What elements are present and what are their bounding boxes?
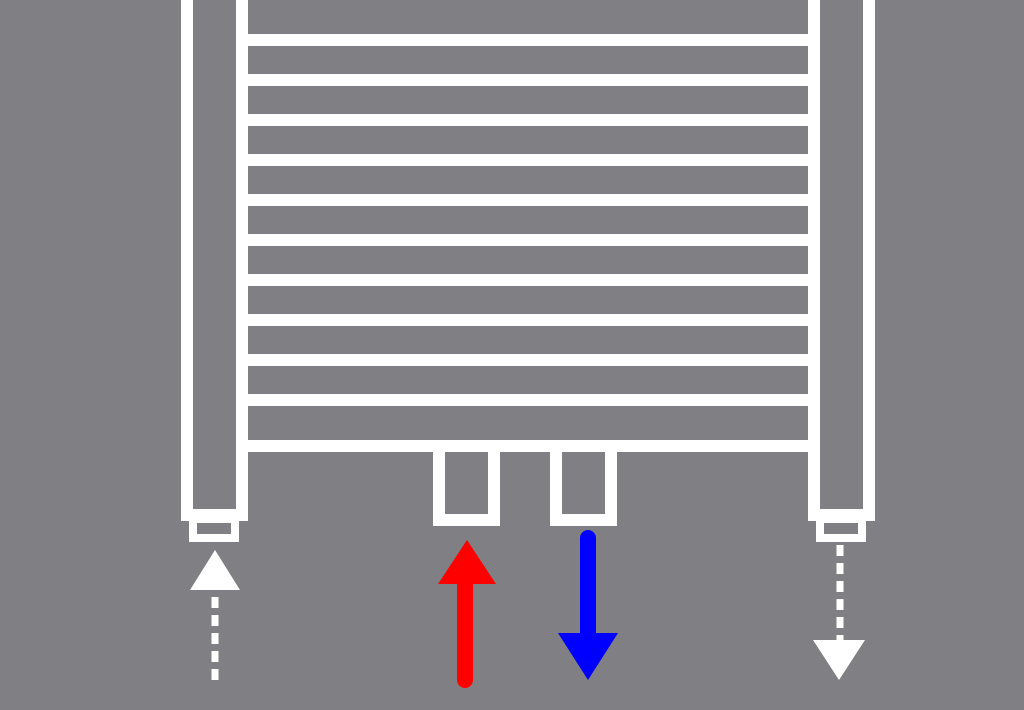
right-post-outflow-arrow	[813, 545, 865, 680]
left-post-inflow-arrow	[190, 550, 240, 680]
return-arrowhead	[558, 633, 618, 680]
right-outflow-arrowhead	[813, 640, 865, 680]
left-post-bottom-cap	[189, 515, 239, 542]
horizontal-rails	[242, 34, 814, 406]
supply-arrowhead	[438, 540, 496, 584]
return-outflow-arrow	[558, 530, 618, 680]
supply-inflow-arrow	[438, 540, 496, 688]
towel-radiator	[181, 0, 875, 542]
return-valve-stub	[550, 450, 617, 526]
right-post-bottom-cap	[816, 515, 866, 542]
supply-valve-stub	[433, 450, 500, 526]
left-inflow-arrowhead	[190, 550, 240, 590]
